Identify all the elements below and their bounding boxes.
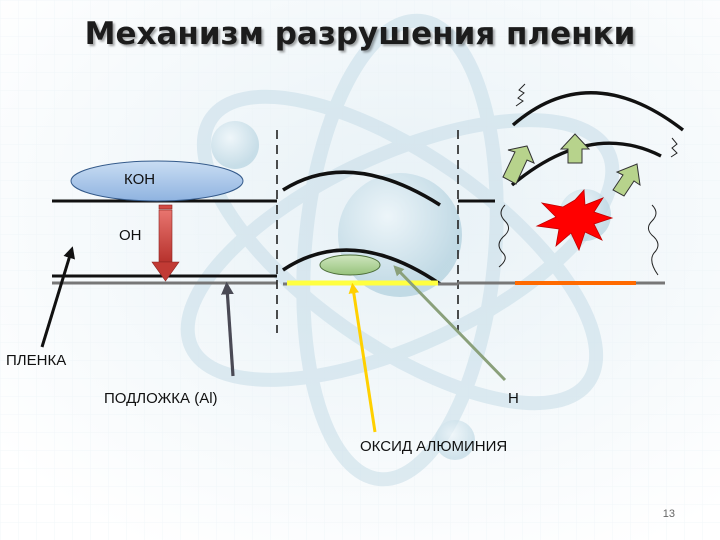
film-label: ПЛЕНКА [6, 352, 67, 369]
hydrogen-label: Н [508, 390, 519, 407]
gas-escape-arrow-right [612, 163, 641, 197]
page-number: 13 [662, 508, 675, 520]
substrate-label: ПОДЛОЖКА (Al) [104, 390, 218, 407]
explosion-burst [535, 189, 614, 252]
broken-film-lower [510, 141, 662, 187]
koh-bubble [70, 160, 244, 202]
oxide-bubble [319, 254, 381, 276]
stage-film-lifting [282, 170, 458, 286]
stage-film-breaking [458, 83, 685, 285]
crack-left-top [515, 83, 526, 107]
oh-diffusion-arrow [151, 204, 180, 282]
gas-escape-arrow-center [559, 133, 591, 164]
gas-escape-arrow-left [502, 145, 535, 185]
crack-left [498, 204, 509, 268]
lifted-film-upper [282, 170, 441, 207]
oxide-label: ОКСИД АЛЮМИНИЯ [360, 438, 508, 455]
koh-label: КОН [124, 171, 156, 188]
lifted-film-lower [282, 248, 442, 286]
oh-label: ОН [119, 227, 142, 244]
crack-right [648, 204, 659, 276]
crack-right-top [670, 137, 678, 158]
oxide-pointer-arrow [348, 282, 377, 433]
broken-film-upper [511, 91, 685, 132]
slide-title: Механизм разрушения пленки [84, 16, 636, 52]
film-pointer-arrow [40, 246, 75, 348]
hydrogen-pointer-arrow [393, 265, 507, 382]
substrate-pointer-arrow [221, 281, 235, 377]
stage-intact-film [52, 160, 277, 285]
